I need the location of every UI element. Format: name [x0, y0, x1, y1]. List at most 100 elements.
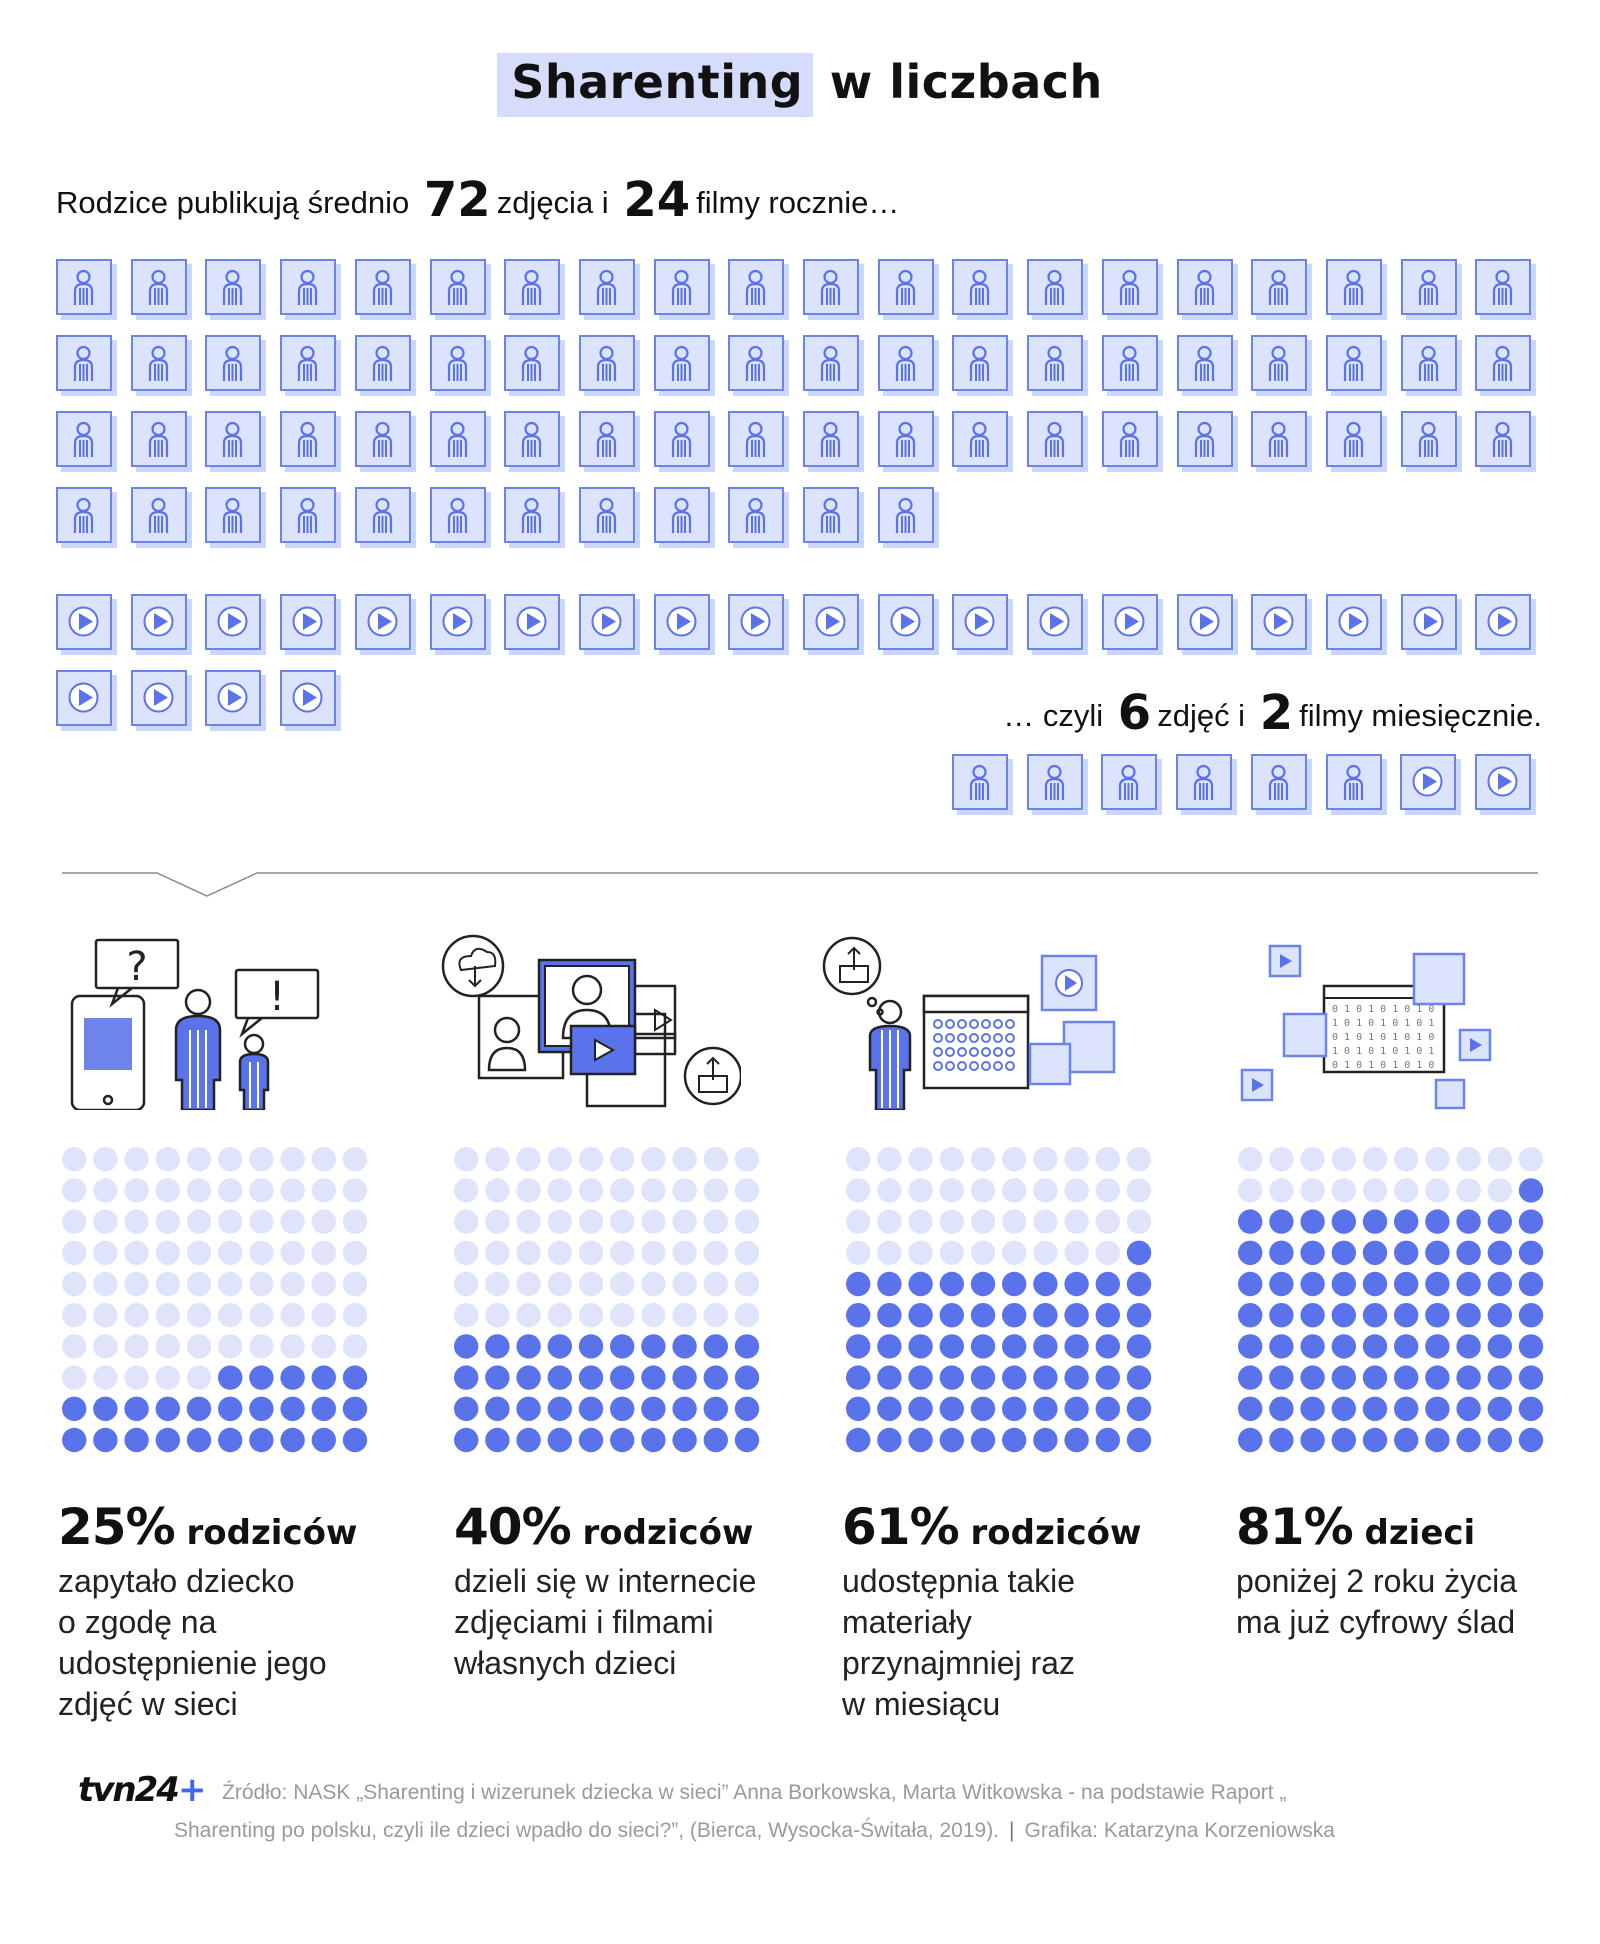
photo-tile [354, 259, 411, 315]
dot-filled [1362, 1271, 1388, 1297]
dot-empty [672, 1147, 697, 1172]
photo-tile [578, 487, 635, 543]
dot-filled [734, 1334, 760, 1359]
tvn24-logo: tvn24+ [78, 1770, 206, 1810]
dot-filled [454, 1396, 479, 1421]
dot-empty [970, 1209, 996, 1234]
dot-empty [155, 1334, 180, 1359]
video-tile [1027, 594, 1084, 650]
photo-tile [1251, 335, 1308, 391]
dot-filled [485, 1427, 510, 1453]
dot-empty [62, 1240, 87, 1265]
photo-tile [1400, 259, 1457, 315]
dot-filled [485, 1365, 510, 1390]
dot-filled [155, 1427, 180, 1453]
photo-tile [56, 335, 112, 391]
dot-filled [1394, 1334, 1419, 1359]
dot-filled [516, 1334, 541, 1359]
svg-text:1 0 1 0 1 0 1 0 1: 1 0 1 0 1 0 1 0 1 [1332, 1046, 1434, 1057]
dot-filled [93, 1396, 118, 1421]
stat-percent: 81% [1236, 1498, 1354, 1556]
photo-tile [952, 411, 1009, 467]
dot-empty [1487, 1147, 1512, 1172]
dot-filled [1033, 1365, 1058, 1390]
play-icon [68, 606, 99, 637]
dot-filled [970, 1427, 996, 1453]
person-icon [73, 345, 94, 381]
dot-empty [454, 1209, 479, 1234]
dot-empty [186, 1271, 212, 1297]
dot-filled [1300, 1240, 1325, 1265]
person-icon [372, 497, 392, 533]
person-icon [447, 269, 467, 305]
dot-filled [672, 1396, 697, 1421]
dot-filled [249, 1396, 274, 1421]
person-icon [1193, 764, 1214, 800]
photo-tile [1176, 411, 1233, 467]
logo-plus: + [177, 1770, 206, 1810]
dot-filled [547, 1334, 572, 1359]
dot-empty [485, 1271, 510, 1297]
stat-line: udostępnia takie [842, 1563, 1076, 1599]
play-icon [1039, 606, 1070, 637]
dot-empty [186, 1334, 212, 1359]
person-icon [671, 497, 691, 533]
dot-empty [1002, 1178, 1027, 1203]
photo-tile [1400, 335, 1457, 391]
photo-tile [952, 259, 1009, 315]
dot-filled [908, 1271, 933, 1297]
dot-empty [280, 1271, 305, 1297]
photo-tile [728, 411, 785, 467]
dot-filled [1269, 1240, 1294, 1265]
yearly-videos-label: filmy rocznie… [696, 185, 900, 220]
dot-filled [1095, 1396, 1120, 1421]
dot-empty [249, 1271, 274, 1297]
dot-empty [547, 1303, 572, 1328]
dot-filled [1002, 1271, 1027, 1297]
person-icon [73, 497, 94, 533]
dot-empty [454, 1178, 479, 1203]
dot-filled [1064, 1303, 1089, 1328]
dot-empty [93, 1209, 118, 1234]
dot-filled [342, 1396, 368, 1421]
person-icon [895, 497, 915, 533]
video-tile [1325, 594, 1382, 650]
video-tile [56, 594, 112, 650]
person-icon [372, 345, 392, 381]
dot-empty [454, 1271, 479, 1297]
photo-tile [1325, 411, 1382, 467]
photo-tile [1475, 335, 1532, 391]
dot-filled [1300, 1365, 1325, 1390]
dot-filled [1456, 1240, 1481, 1265]
video-tile [578, 594, 635, 650]
person-icon [895, 269, 915, 305]
dot-filled [1033, 1334, 1058, 1359]
person-icon [1418, 421, 1438, 457]
dot-empty [939, 1240, 964, 1265]
dot-filled [1269, 1427, 1294, 1453]
play-icon [1189, 606, 1219, 637]
dot-empty [342, 1271, 368, 1297]
play-icon [1412, 766, 1443, 797]
dot-empty [672, 1178, 697, 1203]
monthly-photos-count: 6 [1117, 685, 1152, 741]
photo-tile [1101, 259, 1158, 315]
dot-filled [1362, 1334, 1388, 1359]
dot-empty [280, 1303, 305, 1328]
dot-empty [1456, 1178, 1481, 1203]
stat-line: zdjęciami i filmami [454, 1604, 714, 1640]
photo-tile [1475, 411, 1532, 467]
dot-empty [218, 1178, 243, 1203]
dot-empty [454, 1303, 479, 1328]
dot-empty [734, 1271, 760, 1297]
photo-tile [578, 335, 635, 391]
dot-filled [1126, 1396, 1152, 1421]
dot-empty [311, 1178, 336, 1203]
dot-filled [1331, 1334, 1356, 1359]
video-tile [1251, 594, 1308, 650]
stat-line: materiały [842, 1604, 972, 1640]
dot-filled [1331, 1240, 1356, 1265]
person-icon [746, 345, 766, 381]
dot-empty [547, 1178, 572, 1203]
svg-text:0 1 0 1 0 1 0 1 0: 0 1 0 1 0 1 0 1 0 [1332, 1060, 1434, 1071]
